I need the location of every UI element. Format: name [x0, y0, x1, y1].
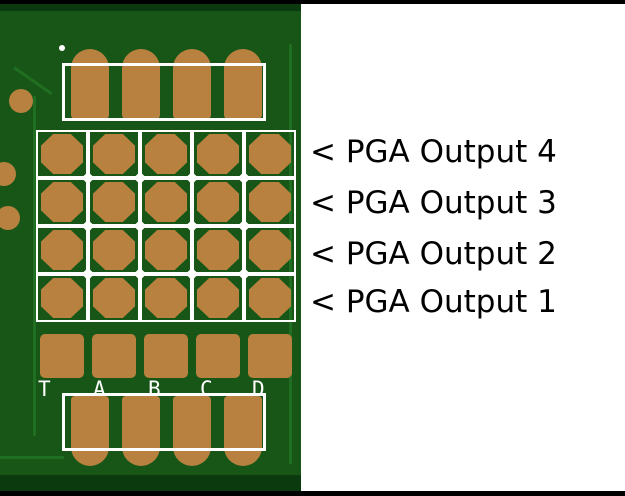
- pad-cell: [36, 274, 88, 322]
- image-border-bottom: [0, 491, 625, 496]
- pad-grid: [36, 130, 296, 322]
- square-pad: [248, 334, 292, 378]
- pad-cell: [88, 178, 140, 226]
- pad-cell: [88, 130, 140, 178]
- pad-cell: [88, 226, 140, 274]
- copper-trace: [33, 96, 36, 436]
- connector-pad: [122, 396, 160, 466]
- square-pad: [92, 334, 136, 378]
- pad-cell: [36, 226, 88, 274]
- connector-pad: [173, 49, 211, 119]
- connector-pad: [173, 396, 211, 466]
- connector-pad: [71, 396, 109, 466]
- pad-cell: [36, 178, 88, 226]
- connector-pad: [224, 49, 262, 119]
- pga-output-3-label: < PGA Output 3: [310, 185, 557, 221]
- pad-cell: [140, 274, 192, 322]
- pad-cell: [244, 130, 296, 178]
- via-pad: [0, 162, 16, 186]
- image-border-top: [0, 0, 625, 4]
- pga-output-1-label: < PGA Output 1: [310, 284, 557, 320]
- pad-cell: [36, 130, 88, 178]
- pga-output-2-label: < PGA Output 2: [310, 236, 557, 272]
- pad-cell: [244, 226, 296, 274]
- connector-pad: [71, 49, 109, 119]
- square-pad: [144, 334, 188, 378]
- copper-trace: [0, 456, 64, 459]
- via-pad: [0, 206, 20, 230]
- pad-cell: [192, 130, 244, 178]
- pad-cell: [192, 226, 244, 274]
- pad-cell: [140, 226, 192, 274]
- connector-pad: [122, 49, 160, 119]
- pcb-board: T A B C D: [0, 4, 301, 491]
- pad-cell: [88, 274, 140, 322]
- pad-cell: [192, 274, 244, 322]
- via-pad: [9, 89, 33, 113]
- annotation-panel: < PGA Output 4 < PGA Output 3 < PGA Outp…: [308, 4, 625, 491]
- connector-outline-bottom: [62, 393, 266, 451]
- board-edge-band-top: [0, 4, 301, 11]
- pad-cell: [140, 178, 192, 226]
- column-label-t: T: [38, 377, 51, 401]
- connector-pad: [224, 396, 262, 466]
- pad-cell: [192, 178, 244, 226]
- pad-cell: [244, 274, 296, 322]
- pad-cell: [244, 178, 296, 226]
- square-pad: [40, 334, 84, 378]
- pga-output-4-label: < PGA Output 4: [310, 134, 557, 170]
- connector-outline-top: [62, 63, 266, 121]
- pad-cell: [140, 130, 192, 178]
- square-pad: [196, 334, 240, 378]
- board-edge-band-bottom: [0, 475, 301, 491]
- silkscreen-dot: [59, 45, 65, 51]
